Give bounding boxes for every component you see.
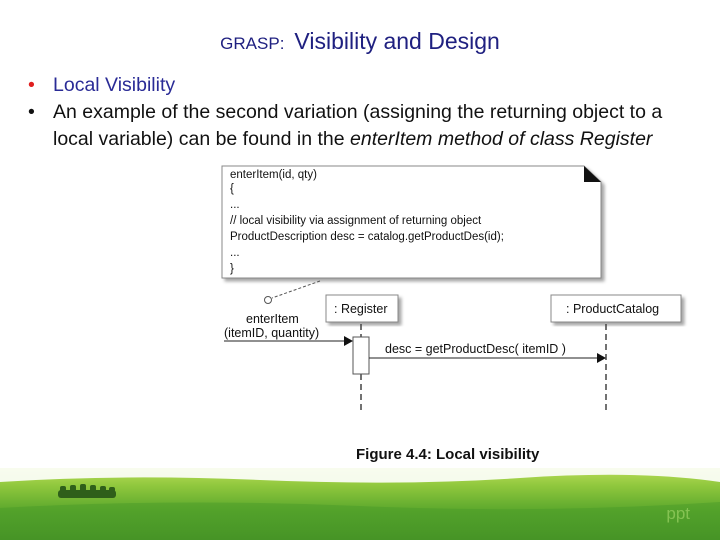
message-arrowhead — [344, 336, 353, 346]
connector-anchor — [265, 297, 272, 304]
code-line: ProductDescription desc = catalog.getPro… — [230, 231, 504, 243]
figure-caption: Figure 4.4: Local visibility — [356, 446, 539, 463]
lifeline-label: : Register — [334, 302, 388, 316]
code-line: // local visibility via assignment of re… — [230, 215, 482, 227]
call-label: desc = getProductDesc( itemID ) — [385, 342, 566, 356]
message-params: (itemID, quantity) — [224, 326, 319, 340]
code-line: } — [230, 263, 234, 275]
note-connector — [272, 281, 320, 298]
code-line: { — [230, 183, 234, 195]
message-label: enterItem — [246, 312, 299, 326]
code-note: enterItem(id, qty) { ... // local visibi… — [222, 166, 601, 278]
lifeline-productcatalog: : ProductCatalog — [551, 295, 681, 414]
call-arrowhead — [597, 353, 606, 363]
activation-bar — [353, 337, 369, 374]
grass-illustration — [0, 468, 720, 540]
lifeline-label: : ProductCatalog — [566, 302, 659, 316]
brand-watermark: ppt — [666, 504, 690, 524]
code-line: ... — [230, 199, 240, 211]
grass-footer: ppt — [0, 468, 720, 540]
tree-row — [58, 484, 116, 498]
call-message: desc = getProductDesc( itemID ) — [369, 342, 606, 363]
code-line: enterItem(id, qty) — [230, 169, 317, 181]
code-line: ... — [230, 247, 240, 259]
